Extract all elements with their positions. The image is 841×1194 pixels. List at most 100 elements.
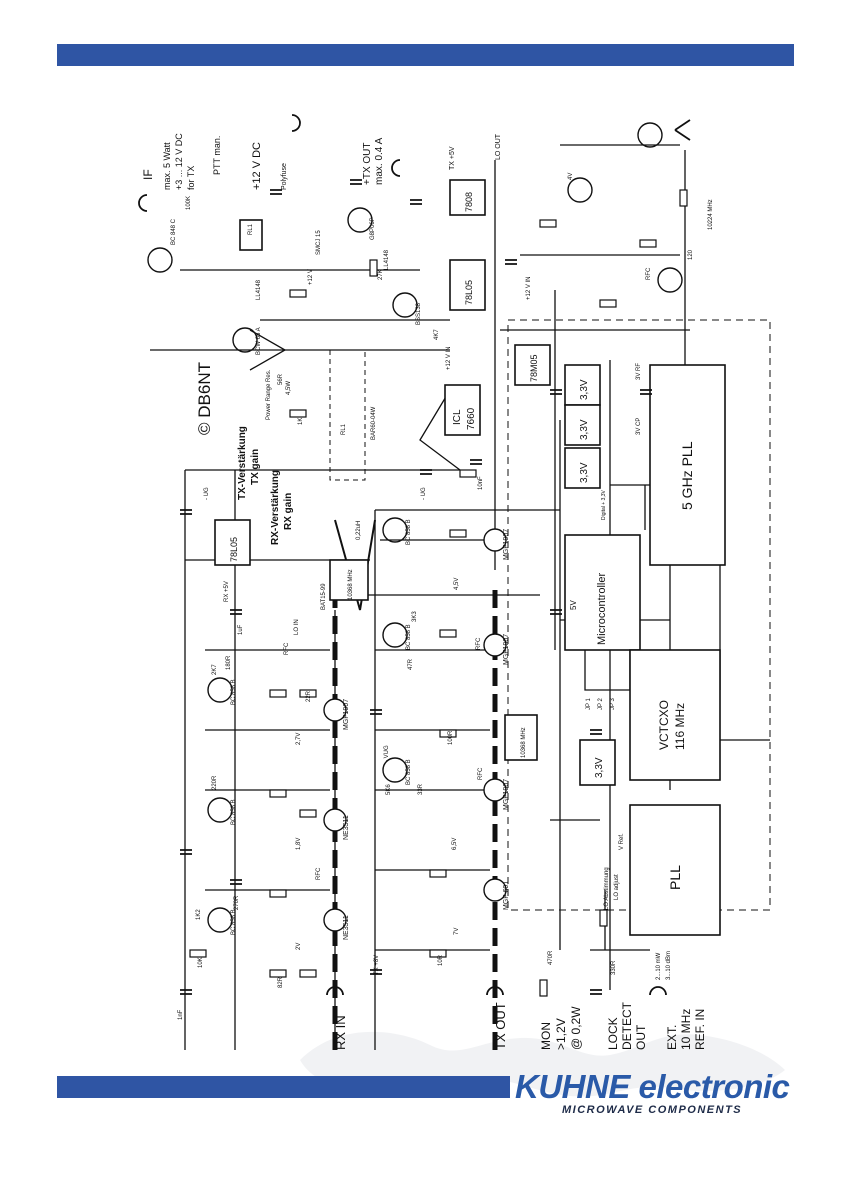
ll4148-label-1: LL4148 xyxy=(256,279,262,300)
regulator-78l05-label: 78L05 xyxy=(464,280,474,305)
lo-out-label: LO OUT xyxy=(495,133,502,160)
lo-adjust-en-label: LO adjust xyxy=(614,874,620,900)
vug-label: - VUG xyxy=(384,745,390,762)
mgf1907-label-3: MGF1907 xyxy=(503,634,510,665)
tx-8v-label: TX +8V xyxy=(374,955,380,975)
rfc-label-4: RFC xyxy=(478,767,484,780)
resistor-10k-label: 10K xyxy=(198,957,204,968)
pll-5ghz-block xyxy=(649,364,726,566)
ptt-label: PTT man. xyxy=(212,136,222,175)
if-voltage-label: +3 ... 12 V DC xyxy=(174,133,184,190)
tx-5v-label: TX +5V xyxy=(449,146,456,170)
regulator-3v3-block-4 xyxy=(579,739,616,786)
regulator-78m05-label: 78M05 xyxy=(529,354,539,382)
footer-bar xyxy=(57,1076,510,1098)
voltage-2v7-label: 2,7V xyxy=(296,733,302,745)
resistor-330r-label: 330R xyxy=(611,960,617,975)
resistor-1k-label: 1K xyxy=(298,418,304,425)
v12-in-label: +12 V IN xyxy=(526,276,532,300)
bcw65-label: BCW 65 A xyxy=(256,327,262,355)
bss138-label: BSS138 xyxy=(416,302,422,325)
cap-1nf-label: 1nF xyxy=(178,1009,184,1020)
ext-label-3: REF. IN xyxy=(693,1009,707,1050)
ext-label-1: EXT. xyxy=(665,1025,679,1050)
if-for-tx-label: for TX xyxy=(186,166,196,190)
mon-label-2: >1,2V xyxy=(554,1018,568,1050)
resistor-3k3-label: 3K3 xyxy=(412,611,418,622)
bc858-label-4: BC 858 B xyxy=(406,519,412,545)
brand-logo: KUHNE electronic MICROWAVE COMPONENTS xyxy=(515,1068,795,1118)
port-connectors xyxy=(138,114,691,996)
resistor-2k7-label: 2K7 xyxy=(212,664,218,675)
mgf1907-label-1: MGF1907 xyxy=(343,699,350,730)
logo-tagline: MICROWAVE COMPONENTS xyxy=(562,1104,743,1116)
rx-regulator-label: 78L05 xyxy=(229,537,239,562)
filter-10368-rx-block xyxy=(329,559,369,601)
v3-cp-label: 3V CP xyxy=(636,418,642,435)
lock-label-2: DETECT xyxy=(620,1001,634,1050)
rfc-label-3: RFC xyxy=(476,637,482,650)
bc858-label-3: BC 858 B xyxy=(231,909,237,935)
mgf1907-label-4: MGF1907 xyxy=(503,779,510,810)
lo-adjust-de-label: LO Abstimmung xyxy=(604,867,610,910)
footer-bar-fill xyxy=(57,1076,510,1098)
ne3511-label-1: NE3511 xyxy=(343,815,350,840)
vctcxo-label: VCTCXO xyxy=(657,700,671,750)
resistor-5k6-label: 5K6 xyxy=(386,784,392,795)
ref-level-mw-label: 2...10 mW xyxy=(656,952,662,980)
resistor-82r-label: 82R xyxy=(278,976,284,988)
lock-label-3: OUT xyxy=(634,1024,648,1050)
resistor-470r-label: 470R xyxy=(548,950,554,965)
voltage-7v-label: 7V xyxy=(454,928,460,935)
rx-in-label: RX IN xyxy=(333,1015,348,1050)
bc858-label-6: BC 858 B xyxy=(406,759,412,785)
supply-5v-label: 5V xyxy=(569,600,578,610)
bat15-label: BAT15-99 xyxy=(321,583,327,610)
rfc-label-2: RFC xyxy=(316,867,322,880)
rx-5v-label: RX +5V xyxy=(224,581,230,602)
bc858-label-1: BC 858 B xyxy=(231,679,237,705)
jumper-jp1-label: JP 1 xyxy=(586,697,592,710)
regulator-7808-block xyxy=(449,179,486,216)
filter-10368-tx-label: 10368 MHz xyxy=(521,727,527,758)
resistor-symbols xyxy=(189,189,688,997)
copyright-label: © DB6NT xyxy=(195,362,214,435)
bc848-label: BC 848 C xyxy=(171,218,177,245)
cap-1uf-label: 1uF xyxy=(238,624,244,635)
vctcxo-block xyxy=(629,649,721,781)
v33-label-2: 3,3V xyxy=(579,419,590,440)
tx-gain-de-label: TX-Verstärkung xyxy=(237,426,248,500)
resistor-1k2-label: 1K2 xyxy=(196,909,202,920)
jumper-jp2-label: JP 2 xyxy=(598,697,604,710)
icl-label: ICL xyxy=(452,409,463,425)
ref-level-dbm-label: 3...10 dBm xyxy=(666,951,672,980)
pll-block xyxy=(629,804,721,936)
filter-10224-label: 10224 MHz xyxy=(708,199,714,230)
microcontroller-block xyxy=(564,534,641,651)
cap-10nf-label: 10nF xyxy=(478,476,484,490)
v33-label-1: 3,3V xyxy=(579,379,590,400)
g8p06-label: G8P06P xyxy=(370,217,376,240)
if-max-label: max. 5 Watt xyxy=(162,142,172,190)
regulator-7808-label: 7808 xyxy=(464,192,474,212)
pll-5ghz-label: 5 GHz PLL xyxy=(679,441,695,510)
fet-symbols xyxy=(323,528,507,932)
regulator-78m05-block xyxy=(514,344,551,386)
transistor-symbols xyxy=(147,122,683,933)
v12-in-label-2: +12 V IN xyxy=(446,346,452,370)
icl-number-label: 7660 xyxy=(466,407,477,430)
lo-in-label: LO IN xyxy=(294,619,300,635)
schematic-labels: © DB6NT RX IN TX OUT MON >1,2V @ 0,2W LO… xyxy=(141,133,714,1050)
ext-label-2: 10 MHz xyxy=(679,1009,693,1050)
rfc-label-5: RFC xyxy=(646,267,652,280)
icl-7660-block xyxy=(444,384,481,436)
filter-10368-tx-block xyxy=(504,714,538,761)
inductor-label: 0,22uH xyxy=(356,521,362,540)
resistor-220r-label: 220R xyxy=(212,775,218,790)
circuit-schematic: © DB6NT RX IN TX OUT MON >1,2V @ 0,2W LO… xyxy=(138,114,771,1050)
smcj-label: SMCJ 15 xyxy=(316,230,322,255)
logo-brand-name: KUHNE electronic xyxy=(515,1068,790,1105)
ll4148-label-2: LL4148 xyxy=(384,249,390,270)
resistor-180r-label: 180R xyxy=(226,655,232,670)
digital-supply-label: Digital + 3,3V xyxy=(601,489,607,520)
